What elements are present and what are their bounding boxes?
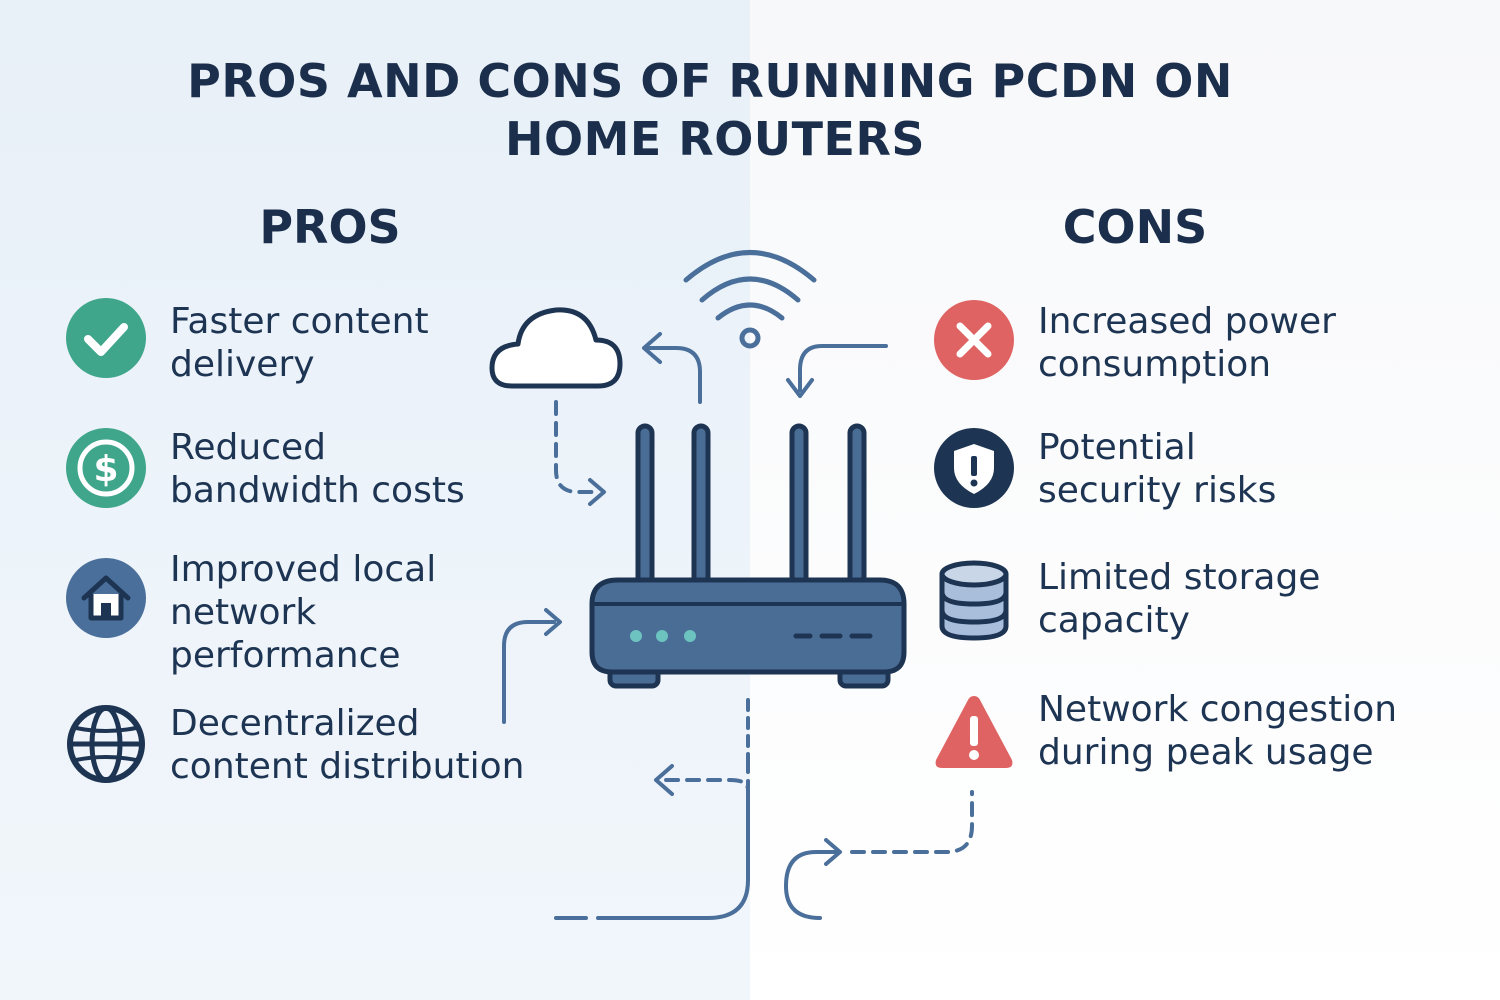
arrow-from-cloud <box>554 400 606 506</box>
cons-item-label-line2: during peak usage <box>1038 732 1374 773</box>
pros-item-label-line1: Faster content <box>170 301 429 342</box>
shield-alert-icon <box>934 428 1014 508</box>
pros-heading: PROS <box>259 200 401 254</box>
router-antennas <box>635 423 867 595</box>
title-line-2: HOME ROUTERS <box>504 112 926 166</box>
cons-item-label-line1: Network congestion <box>1038 689 1398 730</box>
cons-item-network-congestion: Network congestion during peak usage <box>932 689 1398 774</box>
pros-item-label-line1: Decentralized <box>170 703 420 744</box>
svg-text:$: $ <box>93 449 118 490</box>
pros-item-label-line2: delivery <box>170 344 315 385</box>
pros-item-label-line2: network <box>170 592 317 633</box>
arrow-to-cloud <box>642 332 702 404</box>
cons-item-label-line1: Potential <box>1038 427 1196 468</box>
cons-item-label-line2: security risks <box>1038 470 1277 511</box>
pros-item-label-line1: Improved local <box>170 549 437 590</box>
cloud-icon <box>489 307 623 389</box>
globe-icon <box>67 705 145 783</box>
cons-item-label-line2: consumption <box>1038 344 1272 385</box>
arrow-into-router-top <box>786 344 888 398</box>
warning-triangle-icon <box>935 696 1013 768</box>
wifi-icon <box>683 250 817 349</box>
cons-heading: CONS <box>1062 200 1208 254</box>
page-title: PROS AND CONS OF RUNNING PCDN ON HOME RO… <box>0 52 1420 168</box>
cons-item-label-line2: capacity <box>1038 600 1190 641</box>
pros-item-label-line2: bandwidth costs <box>170 470 465 511</box>
cons-item-label-line1: Limited storage <box>1038 557 1321 598</box>
pros-item-faster-delivery: Faster content delivery <box>64 298 429 386</box>
pros-item-label-line1: Reduced <box>170 427 327 468</box>
pros-item-improved-local-network: Improved local network performance <box>64 549 436 677</box>
right-panel-background <box>750 0 1500 1000</box>
checkmark-circle-icon <box>66 298 146 378</box>
cons-item-security-risks: Potential security risks <box>932 426 1276 512</box>
pros-item-label-line2: content distribution <box>170 746 525 787</box>
arrow-into-router-left <box>502 608 562 724</box>
pros-item-reduced-bandwidth: $ Reduced bandwidth costs <box>64 426 465 512</box>
pros-item-decentralized: Decentralized content distribution <box>64 702 524 788</box>
house-icon <box>66 558 146 638</box>
dollar-circle-icon: $ <box>66 428 146 508</box>
cons-item-power-consumption: Increased power consumption <box>932 298 1336 386</box>
cons-item-label-line1: Increased power <box>1038 301 1336 342</box>
database-icon <box>939 560 1009 641</box>
x-circle-icon <box>934 300 1014 380</box>
router-icon <box>589 577 907 689</box>
cons-item-limited-storage: Limited storage capacity <box>932 557 1321 642</box>
pros-item-label-line3: performance <box>170 635 401 676</box>
title-line-1: PROS AND CONS OF RUNNING PCDN ON <box>187 54 1233 108</box>
bottom-connection-lines <box>554 698 974 920</box>
